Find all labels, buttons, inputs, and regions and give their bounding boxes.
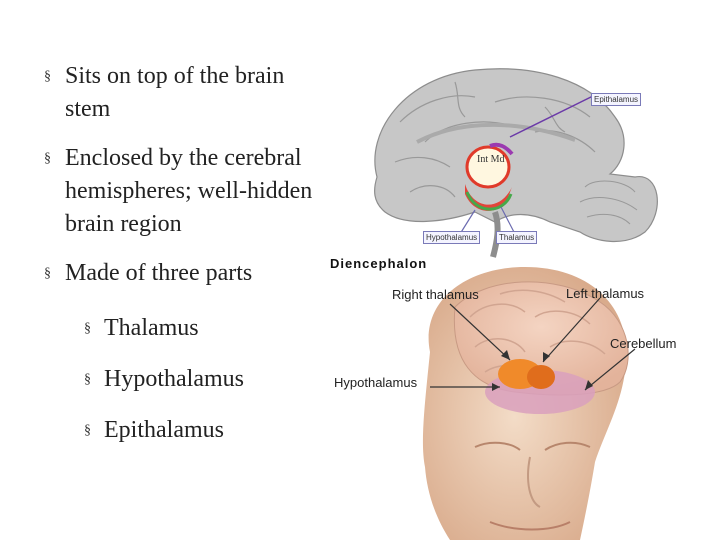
arrowheads <box>492 350 593 391</box>
bullet-item: § Made of three parts <box>44 257 334 290</box>
head-illustration <box>422 267 629 540</box>
left-thalamus-label: Left thalamus <box>566 286 645 301</box>
brain-figure: Int Md Epithalamus Hypothalamus <box>325 62 720 540</box>
bullet-text: Sits on top of the brain stem <box>65 63 285 122</box>
sub-bullet-item: § Epithalamus <box>84 414 334 447</box>
cerebellum-label: Cerebellum <box>610 336 677 351</box>
bullet-item: § Enclosed by the cerebral hemispheres; … <box>44 142 334 241</box>
right-thalamus-label: Right thalamus <box>392 287 479 302</box>
bullet-marker: § <box>84 423 91 438</box>
sub-bullet-item: § Thalamus <box>84 312 334 345</box>
sub-bullet-text: Epithalamus <box>104 417 224 443</box>
epithalamus-label: Epithalamus <box>591 93 642 106</box>
sub-bullet-text: Hypothalamus <box>104 366 244 392</box>
thalamus-label-small: Thalamus <box>496 231 538 244</box>
bullet-marker: § <box>84 372 91 387</box>
bullet-marker: § <box>44 69 51 84</box>
sub-bullet-text: Thalamus <box>104 315 199 341</box>
hypothalamus-label: Hypothalamus <box>334 375 418 390</box>
handwritten-label: Int Md <box>477 154 505 165</box>
bullet-marker: § <box>44 151 51 166</box>
bullet-list: § Sits on top of the brain stem § Enclos… <box>44 60 334 465</box>
bullet-text: Enclosed by the cerebral hemispheres; we… <box>65 145 313 237</box>
bullet-marker: § <box>44 266 51 281</box>
hypothalamus-label-small: Hypothalamus <box>423 231 481 244</box>
bullet-item: § Sits on top of the brain stem <box>44 60 334 126</box>
figure-caption: Diencephalon <box>330 256 428 271</box>
sagittal-brain <box>374 68 658 258</box>
bullet-text: Made of three parts <box>65 260 253 286</box>
brain-illustration: Int Md <box>374 68 658 540</box>
bullet-marker: § <box>84 321 91 336</box>
leader-lines <box>430 297 636 391</box>
sub-bullet-item: § Hypothalamus <box>84 363 334 396</box>
